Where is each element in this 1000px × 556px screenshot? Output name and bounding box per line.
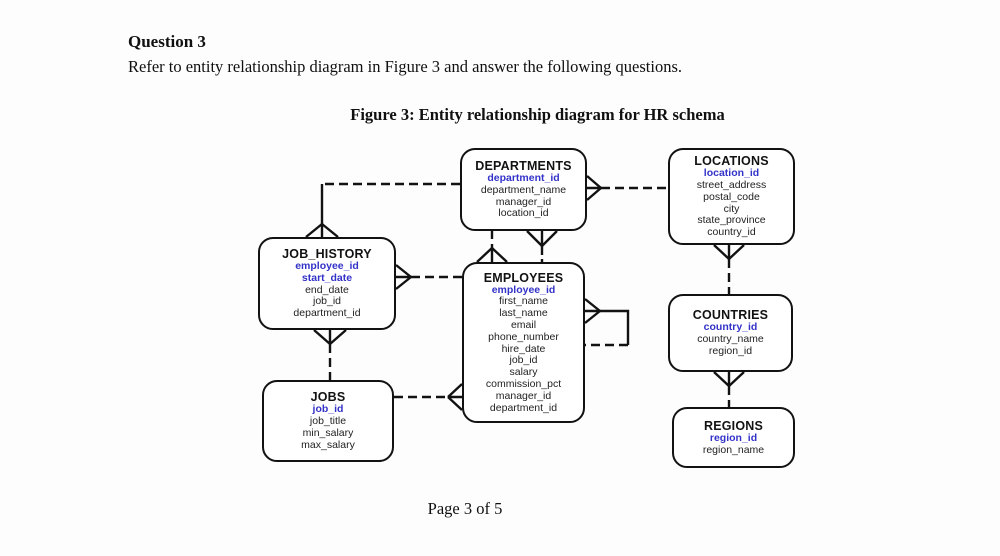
entity-attribute: email [510, 319, 537, 331]
rel-jobs-job-history [313, 329, 347, 380]
entity-attribute-pk: employee_id [491, 283, 556, 296]
entity-attribute-pk: job_id [312, 403, 344, 416]
entity-attribute: job_id [509, 354, 538, 367]
entity-title: JOB_HISTORY [282, 247, 372, 261]
entity-title: DEPARTMENTS [475, 158, 572, 173]
question-title: Question 3 [128, 32, 206, 51]
rel-employees-departments-manager [526, 230, 558, 262]
rel-regions-countries [713, 371, 745, 407]
rel-countries-locations [713, 244, 745, 294]
question-text: Refer to entity relationship diagram in … [128, 57, 683, 76]
entity-attribute: region_id [708, 344, 753, 357]
entity-regions: REGIONS region_id region_name [672, 407, 795, 468]
rel-departments-job-history [305, 182, 460, 238]
rel-employees-job-history [395, 264, 462, 290]
rel-departments-employees [476, 231, 508, 263]
page-footer: Page 3 of 5 [427, 499, 503, 518]
entity-title: COUNTRIES [692, 308, 769, 323]
entity-attribute: phone_number [488, 330, 559, 343]
entity-attribute-pk: start_date [301, 271, 353, 284]
entity-attribute: first_name [498, 295, 549, 308]
rel-jobs-employees [394, 383, 463, 411]
entity-locations: LOCATIONS location_id street_address pos… [668, 148, 795, 245]
entity-countries: COUNTRIES country_id country_name region… [668, 294, 793, 372]
entity-attribute: city [723, 202, 740, 215]
entity-attribute-pk: department_id [487, 171, 560, 184]
entity-attribute: state_province [697, 214, 766, 227]
entity-departments: DEPARTMENTS department_id department_nam… [460, 148, 587, 231]
entity-job-history: JOB_HISTORY employee_id start_date end_d… [258, 237, 396, 330]
entity-employees: EMPLOYEES employee_id first_name last_na… [462, 262, 585, 423]
entity-attribute: department_id [293, 307, 361, 320]
rel-employees-self-manager [584, 298, 630, 347]
rel-locations-departments [586, 175, 668, 201]
entity-attribute-pk: employee_id [295, 260, 359, 272]
entity-attribute: commission_pct [485, 377, 562, 390]
entity-attribute: country_id [707, 226, 756, 239]
entity-attribute: region_name [702, 443, 765, 456]
entity-attribute: end_date [305, 283, 349, 296]
entity-attribute: manager_id [495, 195, 552, 208]
entity-attribute: last_name [499, 307, 548, 320]
entity-attribute: salary [509, 366, 538, 379]
entity-jobs: JOBS job_id job_title min_salary max_sal… [262, 380, 394, 462]
entity-attribute: job_title [309, 415, 347, 428]
entity-attribute: min_salary [302, 427, 354, 439]
entity-attribute: location_id [498, 207, 549, 220]
entity-title: LOCATIONS [694, 154, 769, 169]
entity-attribute: manager_id [495, 389, 552, 402]
entity-attribute: department_name [480, 183, 567, 196]
entity-attribute: country_name [697, 333, 764, 346]
entity-title: JOBS [310, 390, 346, 405]
entity-attribute: street_address [696, 178, 767, 191]
entity-attribute: department_id [489, 401, 558, 414]
figure-caption: Figure 3: Entity relationship diagram fo… [350, 105, 725, 124]
entity-attribute-pk: region_id [709, 431, 758, 444]
entity-attribute-pk: location_id [703, 167, 760, 180]
entity-attribute: job_id [312, 295, 342, 308]
entity-title: REGIONS [703, 418, 764, 433]
entity-attribute: postal_code [703, 190, 760, 203]
entity-attribute: max_salary [301, 438, 355, 451]
entity-title: EMPLOYEES [483, 270, 564, 285]
entity-attribute: hire_date [501, 342, 546, 355]
entity-attribute-pk: country_id [703, 321, 758, 334]
